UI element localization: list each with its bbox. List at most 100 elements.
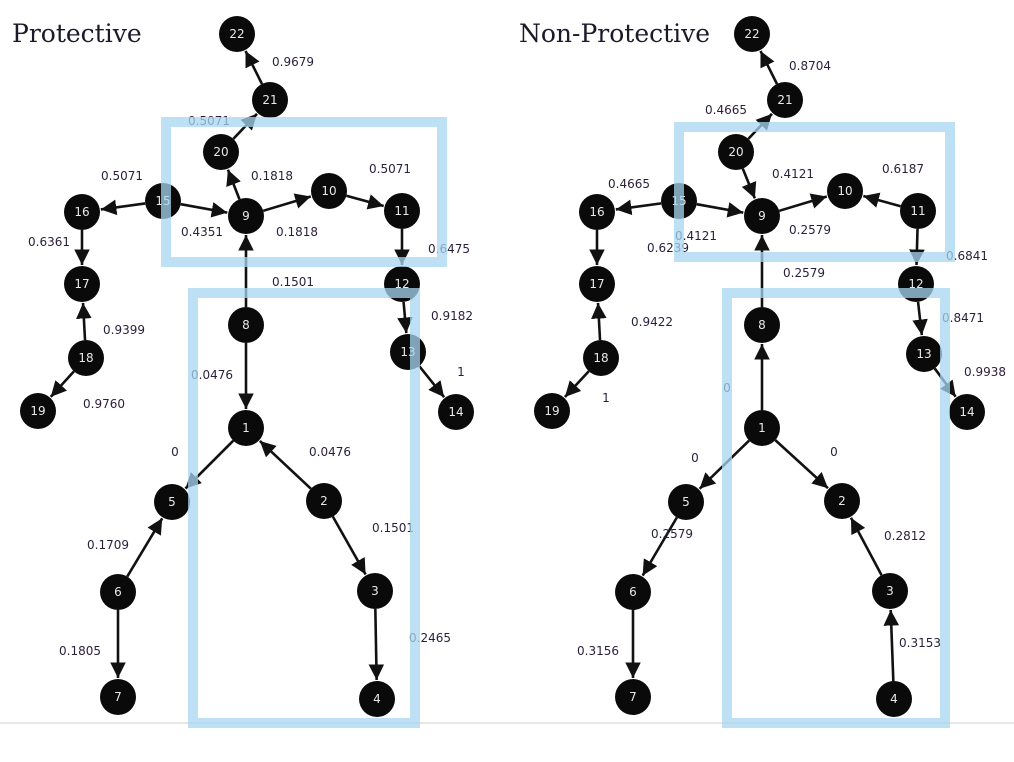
node-label: 14 (959, 405, 974, 419)
node-label: 18 (78, 351, 93, 365)
edge-weight-label: 0.8471 (942, 311, 984, 325)
edge-9-to-10 (262, 193, 312, 213)
edge-18-to-17 (591, 302, 607, 341)
node-13 (906, 336, 942, 372)
node-19 (534, 393, 570, 429)
node-20 (718, 134, 754, 170)
lower-body-region-box (722, 288, 950, 728)
node-1 (744, 410, 780, 446)
graph-protective: Protective0.96790.50710.18180.50710.4351… (12, 16, 474, 728)
node-18 (583, 340, 619, 376)
edge-weight-label: 0 (171, 445, 179, 459)
upper-body-region-box (161, 117, 447, 267)
edge-weight-label: 0.4121 (675, 229, 717, 243)
node-8 (744, 307, 780, 343)
node-21 (252, 82, 288, 118)
node-label: 1 (758, 421, 766, 435)
node-label: 17 (589, 277, 604, 291)
edge-weight-label: 0 (691, 451, 699, 465)
edge-3-to-4 (368, 608, 385, 681)
node-label: 8 (242, 318, 250, 332)
edge-13-to-14 (418, 365, 446, 398)
node-label: 20 (728, 145, 743, 159)
node-5 (154, 484, 190, 520)
node-label: 1 (242, 421, 250, 435)
edge-weight-label: 0.4665 (705, 103, 747, 117)
node-label: 22 (229, 27, 244, 41)
edge-weight-label: 0.4351 (181, 225, 223, 239)
edge-1-to-2 (774, 439, 829, 490)
node-label: 8 (758, 318, 766, 332)
edge-weight-label: 0.9399 (103, 323, 145, 337)
node-label: 16 (589, 205, 604, 219)
node-17 (64, 266, 100, 302)
node-9 (744, 198, 780, 234)
edge-weight-label: 0.1501 (272, 275, 314, 289)
edge-9-to-10 (778, 193, 828, 213)
node-label: 6 (629, 585, 637, 599)
edge-weight-label: 0.6361 (28, 235, 70, 249)
node-label: 2 (320, 494, 328, 508)
node-label: 5 (682, 495, 690, 509)
node-label: 9 (758, 209, 766, 223)
node-14 (438, 394, 474, 430)
node-9 (228, 198, 264, 234)
edge-weight-label: 0.9679 (272, 55, 314, 69)
node-label: 2 (838, 494, 846, 508)
edge-6-to-5 (126, 517, 164, 578)
edge-12-to-13 (912, 301, 928, 336)
node-7 (100, 679, 136, 715)
node-16 (64, 194, 100, 230)
node-label: 14 (448, 405, 463, 419)
edge-weight-label: 1 (457, 365, 465, 379)
node-22 (219, 16, 255, 52)
upper-body-region-box (674, 122, 955, 262)
node-17 (579, 266, 615, 302)
node-2 (306, 483, 342, 519)
edge-weight-label: 0.9422 (631, 315, 673, 329)
edge-20-to-9 (741, 168, 757, 199)
node-label: 12 (394, 277, 409, 291)
edge-weight-label: 0.4665 (608, 177, 650, 191)
edge-10-to-11 (346, 194, 385, 210)
edge-weight-label: 0.4121 (772, 167, 814, 181)
edge-weight-label: 0.3156 (577, 644, 619, 658)
edge-15-to-16 (615, 199, 662, 216)
node-label: 19 (30, 404, 45, 418)
edge-21-to-22 (244, 50, 264, 85)
node-19 (20, 393, 56, 429)
edge-weight-label: 0.1805 (59, 644, 101, 658)
node-label: 7 (629, 690, 637, 704)
node-3 (357, 573, 393, 609)
edge-12-to-13 (397, 301, 413, 334)
node-22 (734, 16, 770, 52)
node-label: 11 (394, 204, 409, 218)
graph-non-protective: Non-Protective0.87040.46650.41210.46650.… (519, 16, 1006, 728)
node-6 (100, 574, 136, 610)
node-11 (384, 193, 420, 229)
edge-weight-label: 0.2579 (651, 527, 693, 541)
edge-weight-label: 0.1818 (251, 169, 293, 183)
node-label: 3 (371, 584, 379, 598)
edge-weight-label: 0.1709 (87, 538, 129, 552)
node-20 (203, 134, 239, 170)
node-label: 19 (544, 404, 559, 418)
node-3 (872, 573, 908, 609)
node-label: 20 (213, 145, 228, 159)
edge-weight-label: 0.3153 (899, 636, 941, 650)
node-16 (579, 194, 615, 230)
edge-18-to-19 (563, 370, 590, 398)
node-label: 6 (114, 585, 122, 599)
node-11 (900, 193, 936, 229)
node-label: 13 (916, 347, 931, 361)
edge-weight-label: 0.9938 (964, 365, 1006, 379)
edge-2-to-3 (331, 516, 367, 576)
node-7 (615, 679, 651, 715)
lower-body-region-box (188, 288, 420, 728)
node-6 (615, 574, 651, 610)
node-2 (824, 483, 860, 519)
